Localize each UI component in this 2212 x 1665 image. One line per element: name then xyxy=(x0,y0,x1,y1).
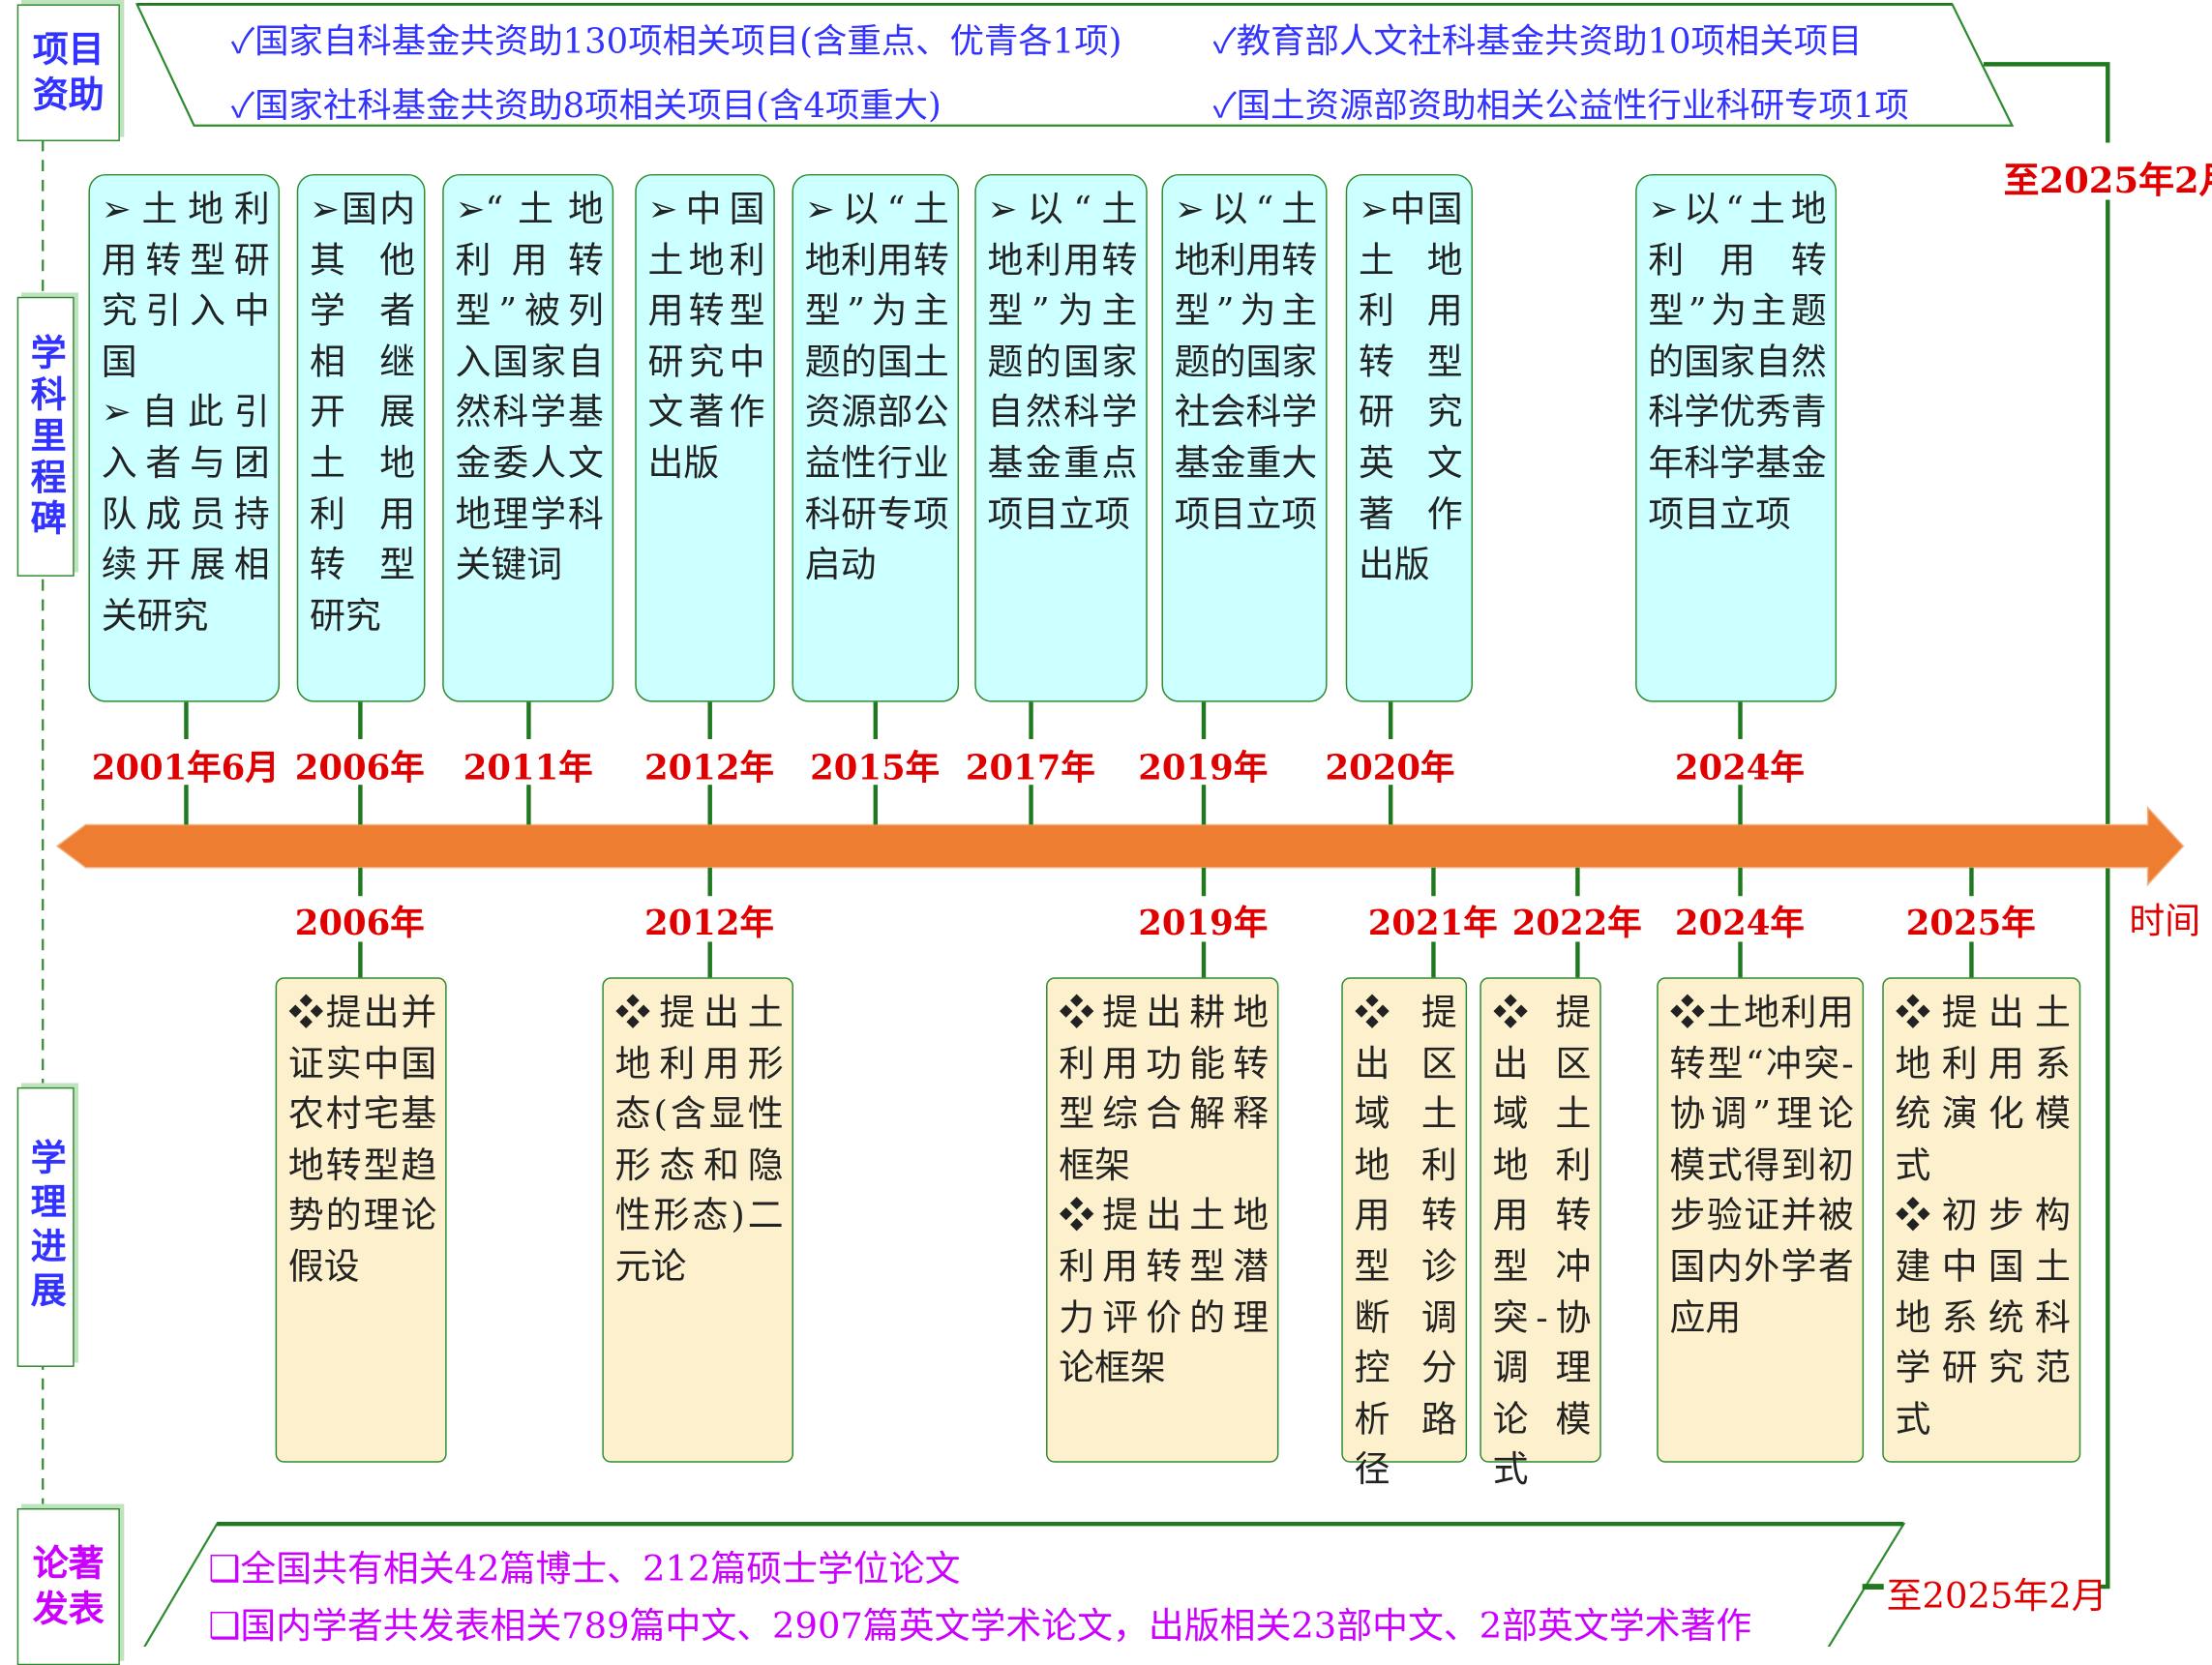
milestone-year: 2019年 xyxy=(1138,746,1269,788)
funding-item: ✓国家社科基金共资助8项相关项目(含4项重大) xyxy=(230,85,942,126)
year-tick xyxy=(1738,867,1743,897)
theory-text: ❖提出土地利用转型潜力评价的理论框架 xyxy=(1059,1195,1270,1389)
year-tick xyxy=(707,785,712,825)
year-tick xyxy=(1388,701,1393,739)
year-tick xyxy=(1029,701,1033,739)
theory-year: 2022年 xyxy=(1511,902,1642,943)
theory-text: ❖提出土地利用形态(含显性形态和隐性形态)二元论 xyxy=(614,992,784,1288)
milestone-text: ➢以“土地利用转型”为主题的国家自然科学优秀青年科学基金项目立项 xyxy=(1648,188,1827,535)
year-tick xyxy=(358,785,363,825)
milestone-year: 2012年 xyxy=(644,746,774,788)
year-tick xyxy=(873,785,879,825)
year-tick xyxy=(1575,941,1580,978)
milestone-year: 2011年 xyxy=(463,746,593,788)
theory-box: ❖提出土地利用形态(含显性形态和隐性形态)二元论 xyxy=(602,977,793,1463)
theory-year: 2024年 xyxy=(1674,902,1805,943)
theory-text: ❖提出区域土地利用转型冲突-协调理论模式 xyxy=(1492,992,1592,1491)
theory-year: 2021年 xyxy=(1367,902,1498,943)
theory-box: ❖提出并证实中国农村宅基地转型趋势的理论假设 xyxy=(275,977,447,1463)
theory-box: ❖提出土地利用系统演化模式❖初步构建中国土地系统科学研究范式 xyxy=(1882,977,2081,1463)
year-tick xyxy=(707,941,712,978)
milestone-year: 2020年 xyxy=(1325,746,1455,788)
until-date-top: 至2025年2月 xyxy=(2003,160,2212,201)
theory-text: ❖提出区域土地利用转型诊断调控分析路径 xyxy=(1354,992,1457,1491)
theory-text: ❖提出土地利用系统演化模式 xyxy=(1895,992,2071,1186)
theory-year: 2025年 xyxy=(1905,902,2036,943)
theory-year: 2012年 xyxy=(644,902,774,943)
category-theory-label: 学理进展 xyxy=(16,1086,75,1367)
theory-box: ❖提出区域土地利用转型诊断调控分析路径 xyxy=(1341,977,1468,1490)
year-tick xyxy=(873,701,879,739)
milestone-text: ➢国内其他学者相继开展土地利用转型研究 xyxy=(310,188,416,637)
year-tick xyxy=(526,701,531,739)
publication-item: ❑国内学者共发表相关789篇中文、2907篇英文学术论文，出版相关23部中文、2… xyxy=(208,1605,1752,1648)
milestone-year: 2024年 xyxy=(1674,746,1805,788)
theory-box: ❖土地利用转型“冲突-协调”理论模式得到初步验证并被国内外学者应用 xyxy=(1657,977,1865,1463)
milestone-box: ➢中国土地利用转型研究中文著作出版 xyxy=(635,173,775,702)
year-tick xyxy=(1738,941,1743,978)
funding-item: ✓国土资源部资助相关公益性行业科研专项1项 xyxy=(1212,85,1909,126)
year-tick xyxy=(1201,941,1207,978)
theory-text: ❖初步构建中国土地系统科学研究范式 xyxy=(1895,1195,2071,1440)
year-tick xyxy=(1431,867,1436,897)
category-funding-label: 项目资助 xyxy=(16,4,120,142)
milestone-text: ➢以“土地利用转型”为主题的国家社会科学基金重大项目立项 xyxy=(1174,188,1318,535)
year-tick xyxy=(1969,867,1974,897)
theory-year: 2006年 xyxy=(294,902,425,943)
milestone-text: ➢以“土地利用转型”为主题的国土资源部公益性行业科研专项启动 xyxy=(804,188,949,585)
year-tick xyxy=(358,701,363,739)
year-tick xyxy=(184,785,189,825)
theory-year: 2019年 xyxy=(1138,902,1269,943)
year-tick xyxy=(1738,701,1743,739)
year-tick xyxy=(358,867,363,897)
milestone-text: ➢“土地利用转型”被列入国家自然科学基金委人文地理学科关键词 xyxy=(455,188,604,585)
year-tick xyxy=(526,785,531,825)
year-tick xyxy=(1201,867,1207,897)
theory-box: ❖提出区域土地利用转型冲突-协调理论模式 xyxy=(1480,977,1601,1490)
milestone-box: ➢以“土地利用转型”为主题的国土资源部公益性行业科研专项启动 xyxy=(792,173,960,702)
milestone-box: ➢“土地利用转型”被列入国家自然科学基金委人文地理学科关键词 xyxy=(442,173,614,702)
milestone-year: 2015年 xyxy=(810,746,941,788)
year-tick xyxy=(1388,785,1393,825)
milestone-box: ➢以“土地利用转型”为主题的国家社会科学基金重大项目立项 xyxy=(1161,173,1328,702)
category-publications-label: 论著发表 xyxy=(16,1507,120,1665)
year-tick xyxy=(1201,785,1207,825)
year-tick xyxy=(1201,701,1207,739)
year-tick xyxy=(1029,785,1033,825)
year-tick xyxy=(1431,941,1436,978)
theory-text: ❖提出并证实中国农村宅基地转型趋势的理论假设 xyxy=(287,992,437,1288)
milestone-box: ➢以“土地利用转型”为主题的国家自然科学优秀青年科学基金项目立项 xyxy=(1635,173,1838,702)
publication-item: ❑全国共有相关42篇博士、212篇硕士学位论文 xyxy=(208,1548,961,1591)
milestone-box: ➢中国土地利用转型研究英文著作出版 xyxy=(1345,173,1473,702)
theory-text: ❖土地利用转型“冲突-协调”理论模式得到初步验证并被国内外学者应用 xyxy=(1669,992,1854,1338)
milestone-text: ➢土地利用转型研究引入中国 xyxy=(101,188,270,382)
funding-item: ✓教育部人文社科基金共资助10项相关项目 xyxy=(1212,21,1863,62)
milestone-text: ➢中国土地利用转型研究中文著作出版 xyxy=(647,188,765,484)
year-tick xyxy=(358,941,363,978)
milestone-box: ➢土地利用转型研究引入中国➢自此引入者与团队成员持续开展相关研究 xyxy=(88,173,281,702)
year-tick xyxy=(184,701,189,739)
milestone-text: ➢自此引入者与团队成员持续开展相关研究 xyxy=(101,391,270,637)
category-milestones-label: 学科里程碑 xyxy=(16,296,75,577)
theory-text: ❖提出耕地利用功能转型综合解释框架 xyxy=(1059,992,1270,1186)
milestone-year: 2017年 xyxy=(965,746,1095,788)
milestone-text: ➢中国土地利用转型研究英文著作出版 xyxy=(1359,188,1463,585)
year-tick xyxy=(707,701,712,739)
time-arrow xyxy=(55,805,2185,887)
milestone-box: ➢以“土地利用转型”为主题的国家自然科学基金重点项目立项 xyxy=(974,173,1148,702)
year-tick xyxy=(1969,941,1974,978)
milestone-year: 2006年 xyxy=(294,746,425,788)
year-tick xyxy=(1575,867,1580,897)
theory-box: ❖提出耕地利用功能转型综合解释框架❖提出土地利用转型潜力评价的理论框架 xyxy=(1046,977,1279,1463)
year-tick xyxy=(707,867,712,897)
year-tick xyxy=(1738,785,1743,825)
milestone-text: ➢以“土地利用转型”为主题的国家自然科学基金重点项目立项 xyxy=(987,188,1138,535)
until-date-bottom: 至2025年2月 xyxy=(1886,1575,2107,1618)
milestone-year: 2001年6月 xyxy=(91,746,280,788)
milestone-box: ➢国内其他学者相继开展土地利用转型研究 xyxy=(296,173,426,702)
time-axis-label: 时间 xyxy=(2129,900,2201,942)
funding-item: ✓国家自科基金共资助130项相关项目(含重点、优青各1项) xyxy=(230,21,1122,62)
